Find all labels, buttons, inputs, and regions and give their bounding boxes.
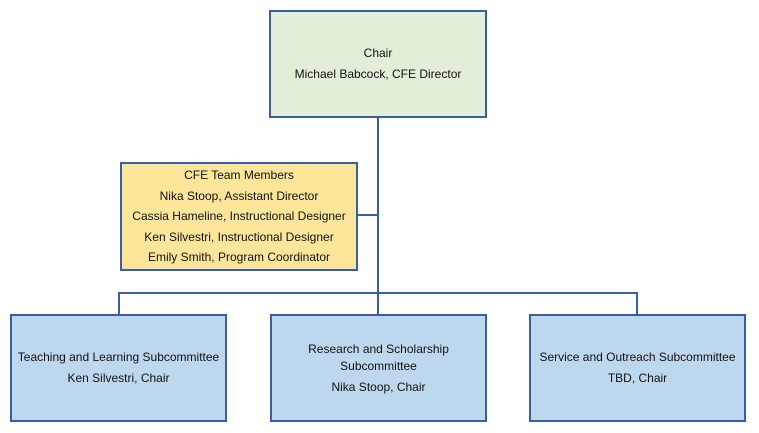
team-title: CFE Team Members <box>184 168 294 183</box>
chair-name: Michael Babcock, CFE Director <box>294 67 462 81</box>
connector-left-drop <box>118 292 120 315</box>
subcommittee-chair: TBD, Chair <box>607 371 668 385</box>
team-member: Emily Smith, Program Coordinator <box>147 250 331 265</box>
chair-title: Chair <box>363 46 393 60</box>
subcommittee-name: Teaching and Learning Subcommittee <box>17 350 220 364</box>
subcommittee-research-scholarship: Research and Scholarship Subcommittee Ni… <box>270 314 487 422</box>
team-member: Ken Silvestri, Instructional Designer <box>144 229 334 244</box>
team-member: Nika Stoop, Assistant Director <box>159 188 319 203</box>
connector-bus-horizontal <box>118 292 638 294</box>
connector-right-drop <box>636 292 638 315</box>
subcommittee-name-line1: Research and Scholarship <box>308 341 449 356</box>
subcommittee-chair: Nika Stoop, Chair <box>331 379 426 394</box>
connector-team-horizontal <box>357 214 378 216</box>
chair-box: Chair Michael Babcock, CFE Director <box>269 10 487 118</box>
subcommittee-name: Service and Outreach Subcommittee <box>539 350 736 364</box>
team-member: Cassia Hameline, Instructional Designer <box>132 209 346 224</box>
subcommittee-name-line2: Subcommittee <box>340 358 417 373</box>
subcommittee-service-outreach: Service and Outreach Subcommittee TBD, C… <box>529 314 746 422</box>
subcommittee-chair: Ken Silvestri, Chair <box>67 371 170 385</box>
team-members-box: CFE Team Members Nika Stoop, Assistant D… <box>120 162 358 271</box>
subcommittee-teaching-learning: Teaching and Learning Subcommittee Ken S… <box>10 314 227 422</box>
connector-chair-vertical <box>377 117 379 315</box>
